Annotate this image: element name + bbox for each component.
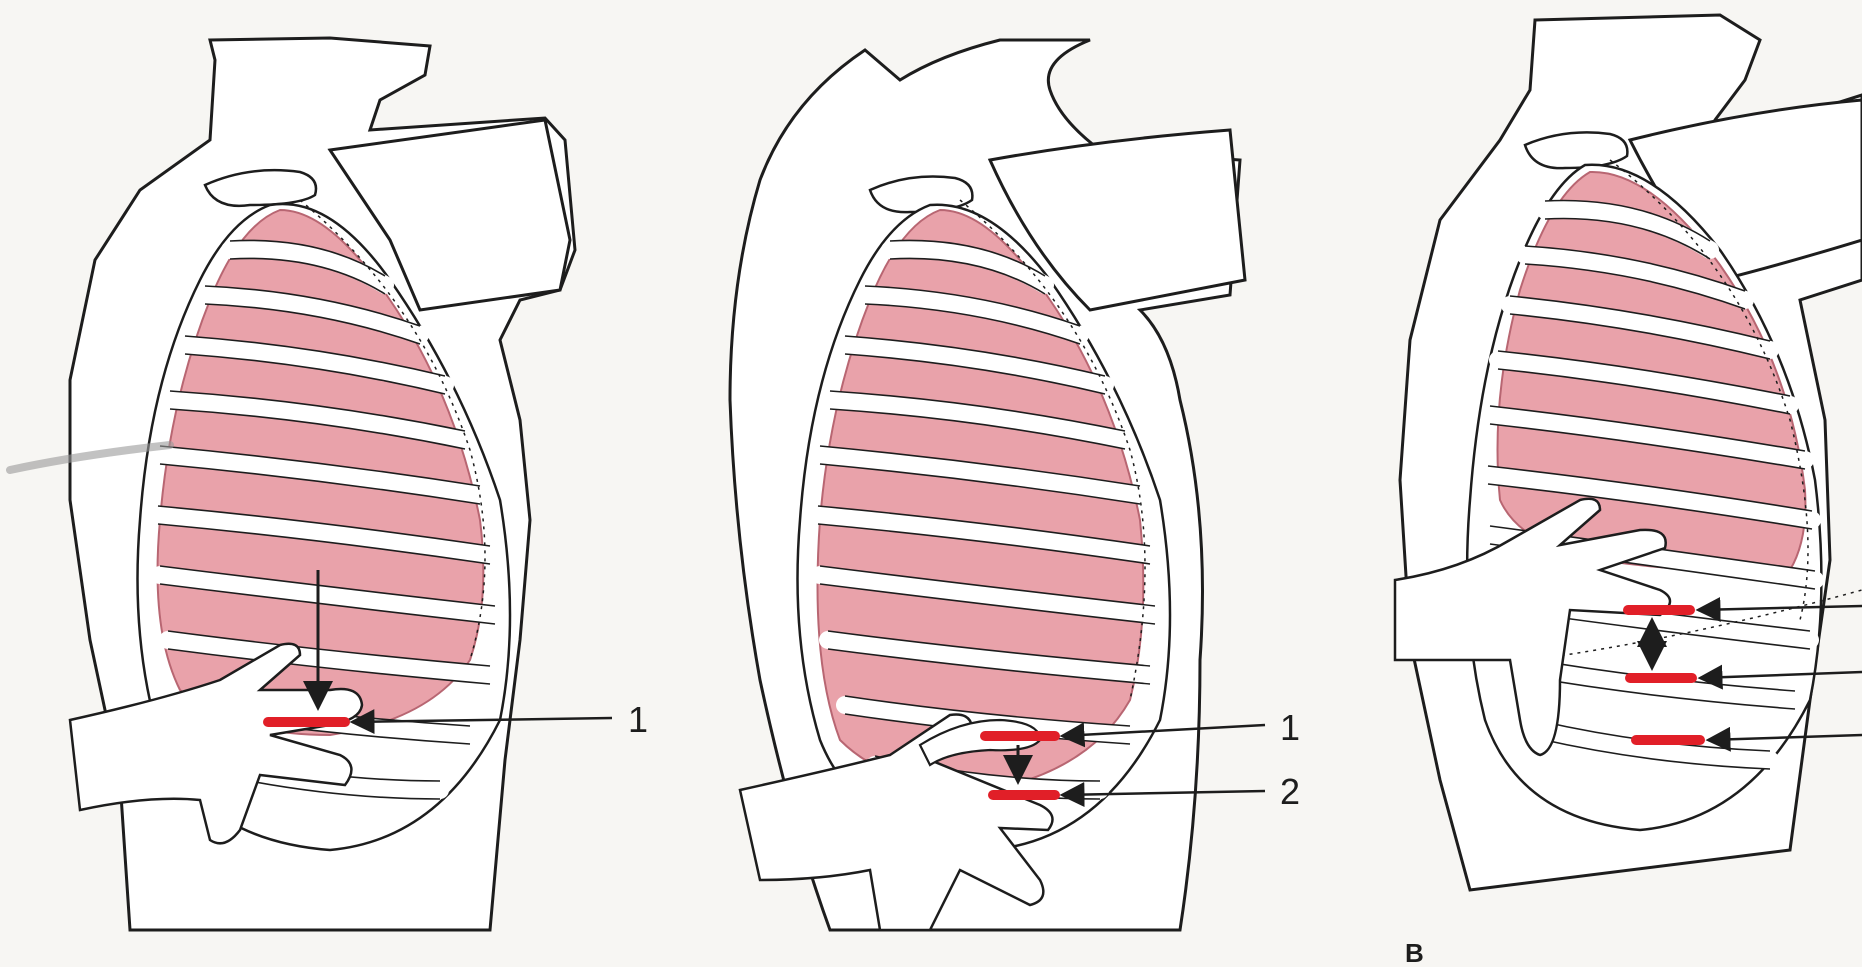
label-1: 1	[628, 699, 648, 740]
panel-right: B	[1395, 15, 1862, 962]
panel-left: 1	[70, 38, 648, 930]
panel-caption: B	[1405, 938, 1424, 962]
label-2: 2	[1280, 771, 1300, 812]
label-1: 1	[1280, 707, 1300, 748]
panel-middle: 1 2	[730, 40, 1300, 930]
